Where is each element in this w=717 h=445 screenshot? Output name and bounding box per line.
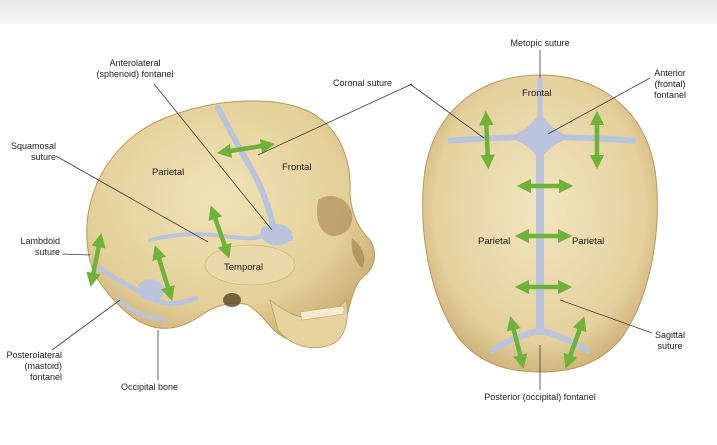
label-squamosal-suture: Squamosal suture [10,141,56,162]
green-arrows [86,110,605,369]
label-parietal-left: Parietal [478,236,511,247]
arrow [152,245,175,301]
arrow [86,232,106,288]
leader-lines [51,50,653,390]
label-occipital-bone: Occipital bone [121,382,179,392]
label-metopic-suture: Metopic suture [510,38,570,48]
label-posterior-fontanel: Posterior (occipital) fontanel [484,392,596,402]
arrow [506,316,528,369]
arrow [216,139,276,158]
arrow [479,110,495,170]
lateral-skull [86,100,376,349]
label-parietal-right: Parietal [572,236,605,247]
arrow [563,316,587,369]
label-parietal-lateral: Parietal [152,167,185,178]
label-anterior-fontanel: Anterior (frontal) fontanel [653,68,687,100]
label-frontal-lateral: Frontal [282,162,312,173]
label-frontal-superior: Frontal [522,88,552,99]
label-posterolateral-fontanel: Posterolateral (mastoid) fontanel [6,350,62,382]
label-lambdoid-suture: Lambdoid suture [20,236,60,257]
label-sagittal-suture: Sagittal suture [654,330,686,351]
superior-skull [422,74,658,373]
label-temporal: Temporal [224,262,264,273]
top-bar [0,0,717,24]
arrow [208,205,232,259]
label-anterolateral-fontanel: Anterolateral (sphenoid) fontanel [96,58,174,79]
label-coronal-suture: Coronal suture [333,78,393,88]
